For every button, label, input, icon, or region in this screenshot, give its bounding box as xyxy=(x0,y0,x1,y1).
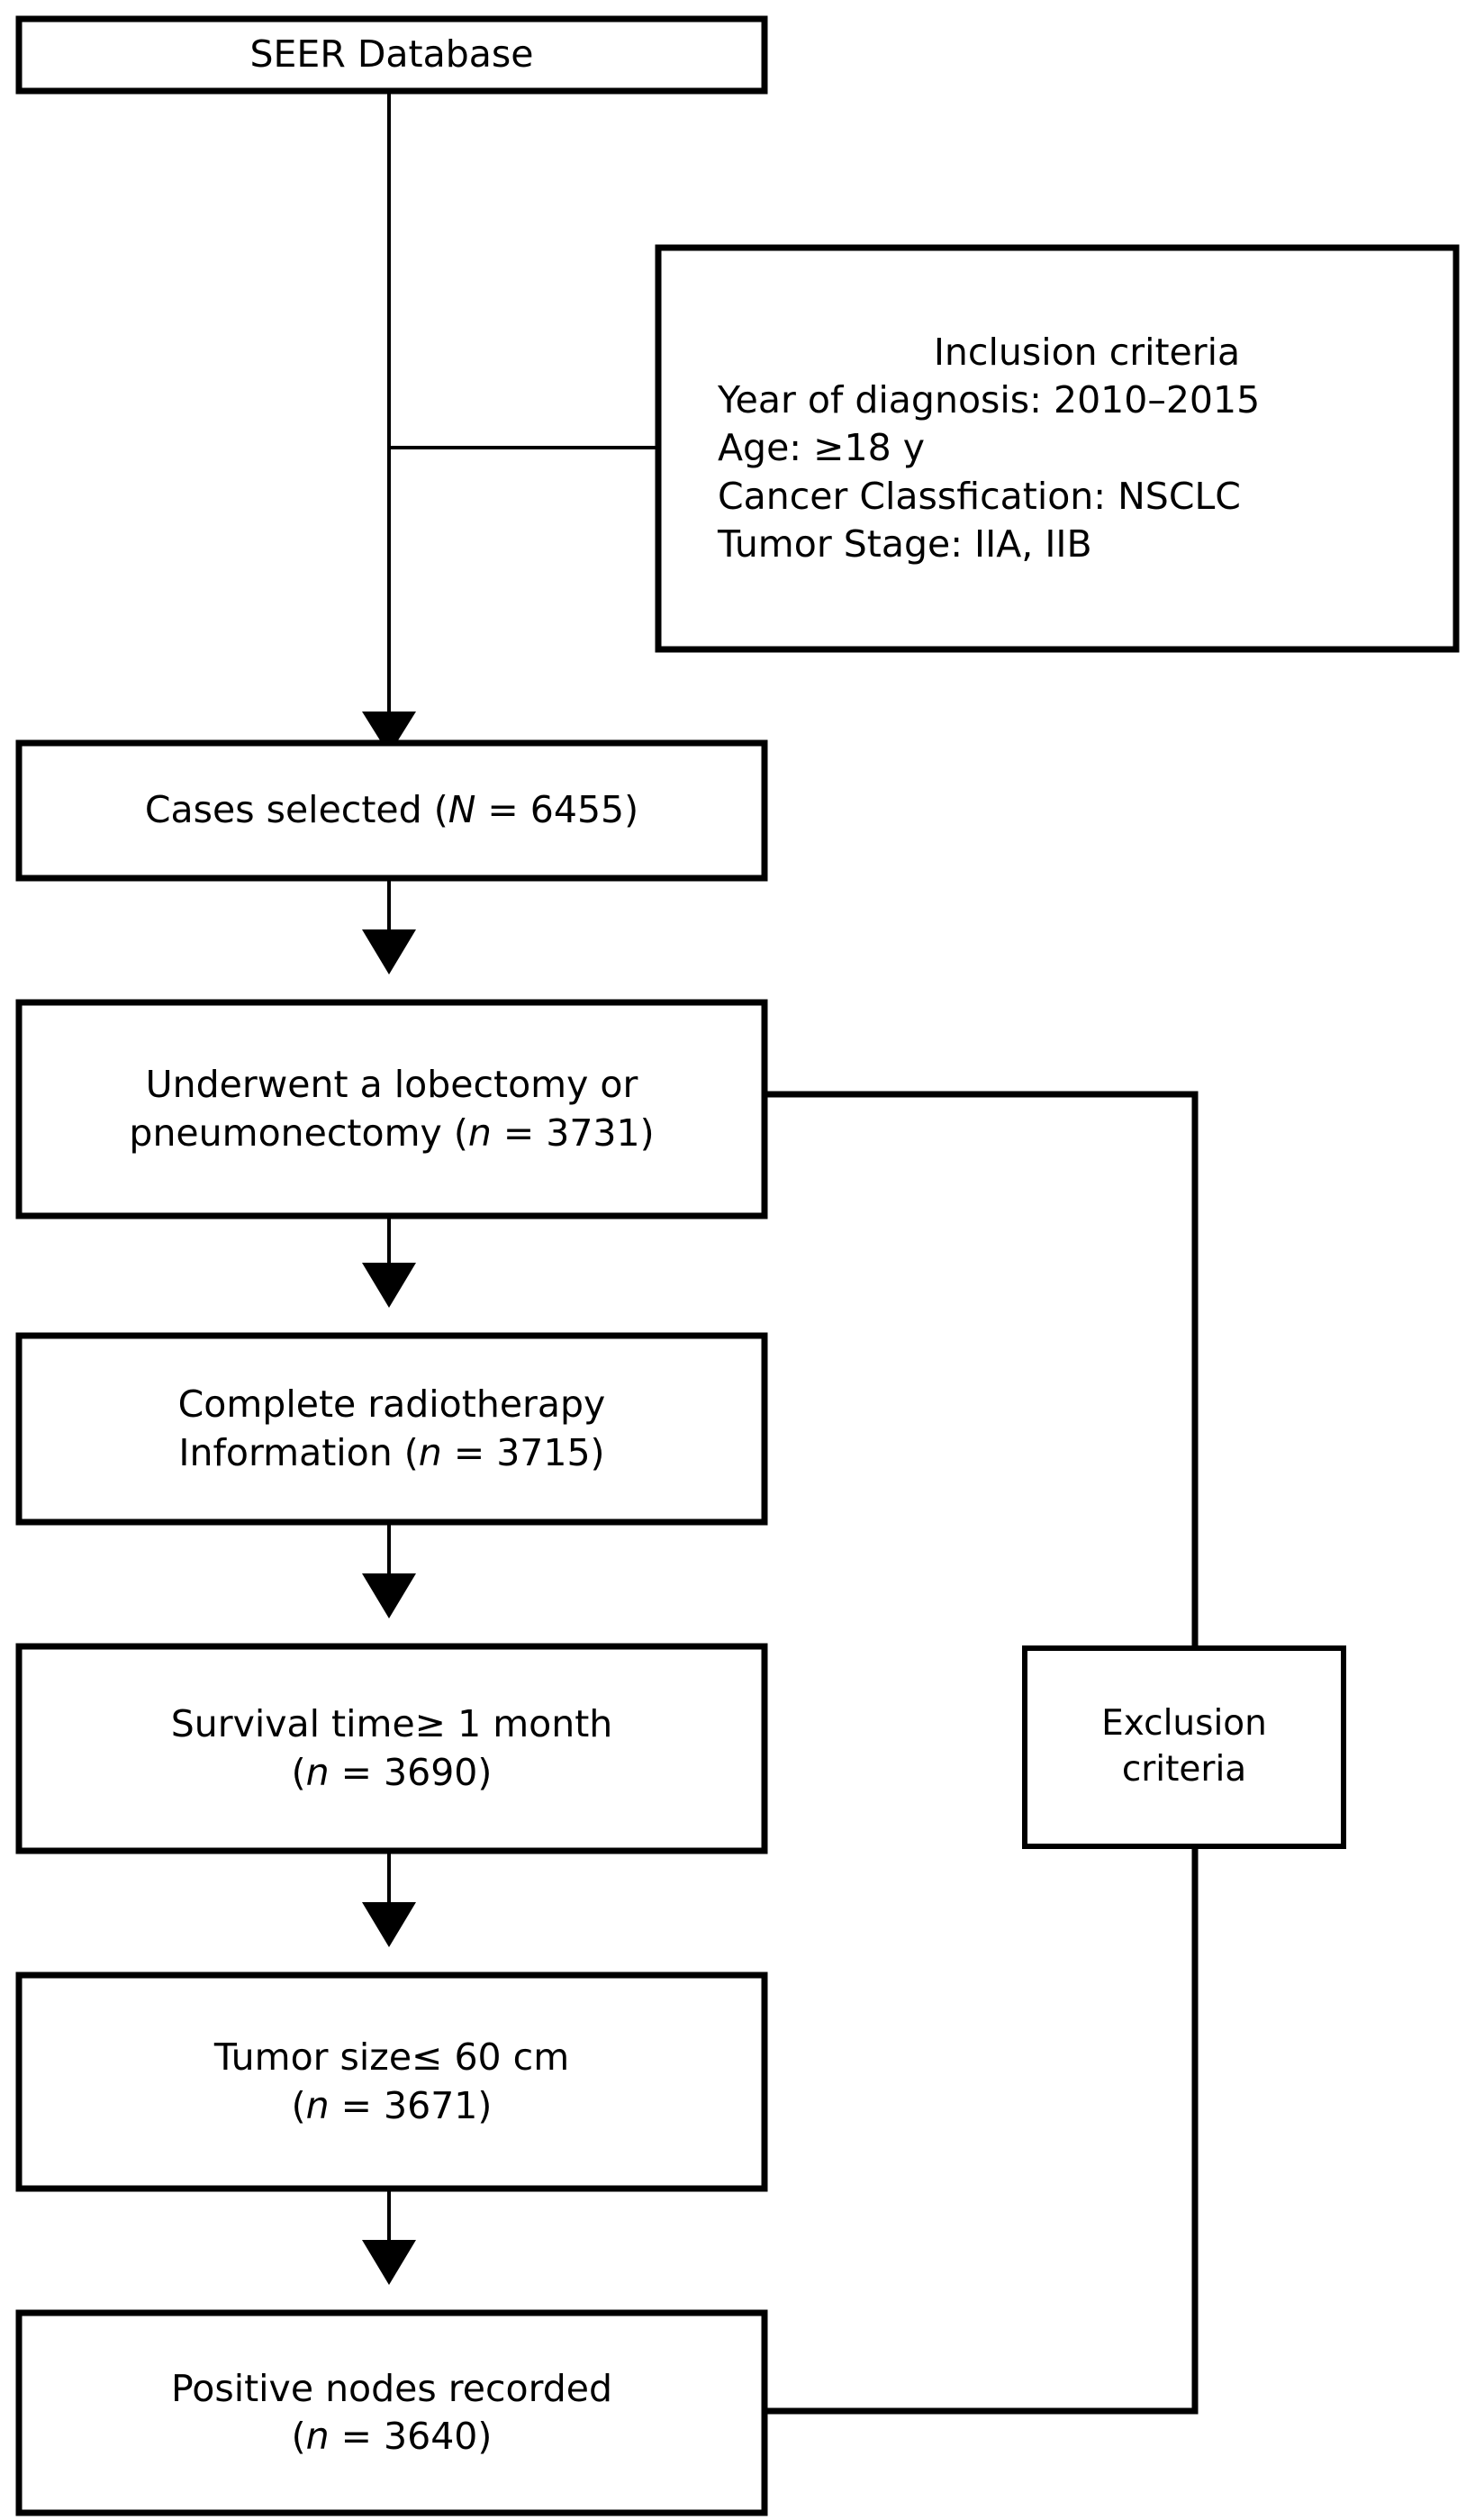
edge-lobectomy-to-exclusion xyxy=(767,1091,1199,1648)
arrowhead-lobectomy-to-radiotherapy xyxy=(362,1263,416,1308)
node-tumor-size[interactable] xyxy=(15,1972,768,2192)
node-exclusion-criteria[interactable] xyxy=(1022,1645,1346,1849)
node-cases-selected[interactable] xyxy=(15,739,768,882)
arrowhead-survival-to-tumorsize xyxy=(362,1902,416,1947)
node-survival-time[interactable] xyxy=(15,1643,768,1854)
node-seer-database[interactable] xyxy=(15,15,768,95)
arrowhead-seer-to-cases xyxy=(362,712,416,755)
arrowhead-radiotherapy-to-survival xyxy=(362,1573,416,1618)
node-lobectomy[interactable] xyxy=(15,999,768,1219)
edge-exclusion-to-positivenodes xyxy=(767,1846,1199,2415)
node-inclusion-criteria[interactable] xyxy=(655,244,1460,653)
arrowhead-tumorsize-to-positivenodes xyxy=(362,2240,416,2285)
node-positive-nodes[interactable] xyxy=(15,2309,768,2516)
arrowhead-cases-to-lobectomy xyxy=(362,929,416,974)
node-radiotherapy[interactable] xyxy=(15,1332,768,1526)
